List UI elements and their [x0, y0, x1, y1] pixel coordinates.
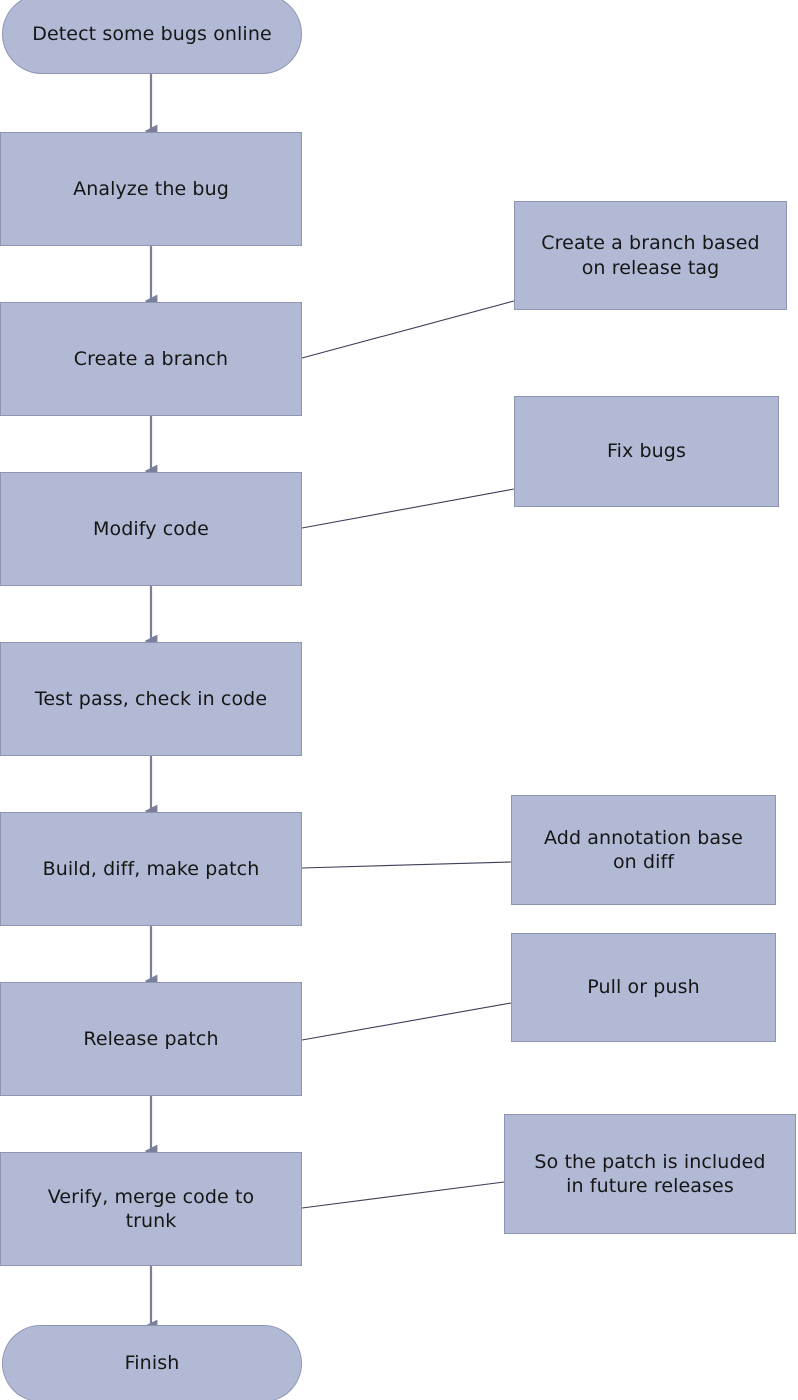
flow-node-analyze[interactable]: Analyze the bug: [0, 132, 302, 246]
node-label: Test pass, check in code: [34, 687, 268, 710]
node-label: Create a branch: [73, 347, 229, 370]
node-label: Analyze the bug: [73, 177, 229, 200]
node-label: Release patch: [83, 1027, 219, 1050]
node-label: Finish: [124, 1352, 180, 1375]
node-label: Fix bugs: [607, 440, 686, 463]
node-label: Build, diff, make patch: [42, 857, 260, 880]
annotation-node-ann-pullpush[interactable]: Pull or push: [511, 933, 776, 1042]
flow-node-detect[interactable]: Detect some bugs online: [2, 0, 302, 74]
annotation-node-ann-branch[interactable]: Create a branch based on release tag: [514, 201, 787, 310]
annotation-connector-create-branch-to-ann-branch: [301, 300, 515, 359]
flow-node-build-diff-patch[interactable]: Build, diff, make patch: [0, 812, 302, 926]
flow-node-release-patch[interactable]: Release patch: [0, 982, 302, 1096]
flow-node-verify-merge[interactable]: Verify, merge code to trunk: [0, 1152, 302, 1266]
annotation-node-ann-included[interactable]: So the patch is included in future relea…: [504, 1114, 796, 1234]
node-label: Verify, merge code to trunk: [47, 1185, 255, 1232]
annotation-connectors: [301, 300, 515, 1209]
node-label: Create a branch based on release tag: [541, 232, 760, 279]
node-label: Detect some bugs online: [32, 22, 272, 45]
node-label: So the patch is included in future relea…: [534, 1150, 766, 1197]
flow-node-test-checkin[interactable]: Test pass, check in code: [0, 642, 302, 756]
flow-node-create-branch[interactable]: Create a branch: [0, 302, 302, 416]
annotation-connector-release-patch-to-ann-pullpush: [301, 1002, 512, 1041]
annotation-connector-verify-merge-to-ann-included: [301, 1181, 505, 1209]
annotation-node-ann-fix[interactable]: Fix bugs: [514, 396, 779, 507]
flow-node-finish[interactable]: Finish: [2, 1325, 302, 1400]
node-label: Add annotation base on diff: [544, 826, 743, 873]
node-label: Pull or push: [587, 976, 700, 999]
flow-node-modify-code[interactable]: Modify code: [0, 472, 302, 586]
annotation-node-ann-annotation[interactable]: Add annotation base on diff: [511, 795, 776, 905]
node-label: Modify code: [93, 517, 209, 540]
annotation-connector-modify-code-to-ann-fix: [301, 488, 515, 529]
annotation-connector-build-diff-patch-to-ann-annotation: [301, 861, 512, 869]
